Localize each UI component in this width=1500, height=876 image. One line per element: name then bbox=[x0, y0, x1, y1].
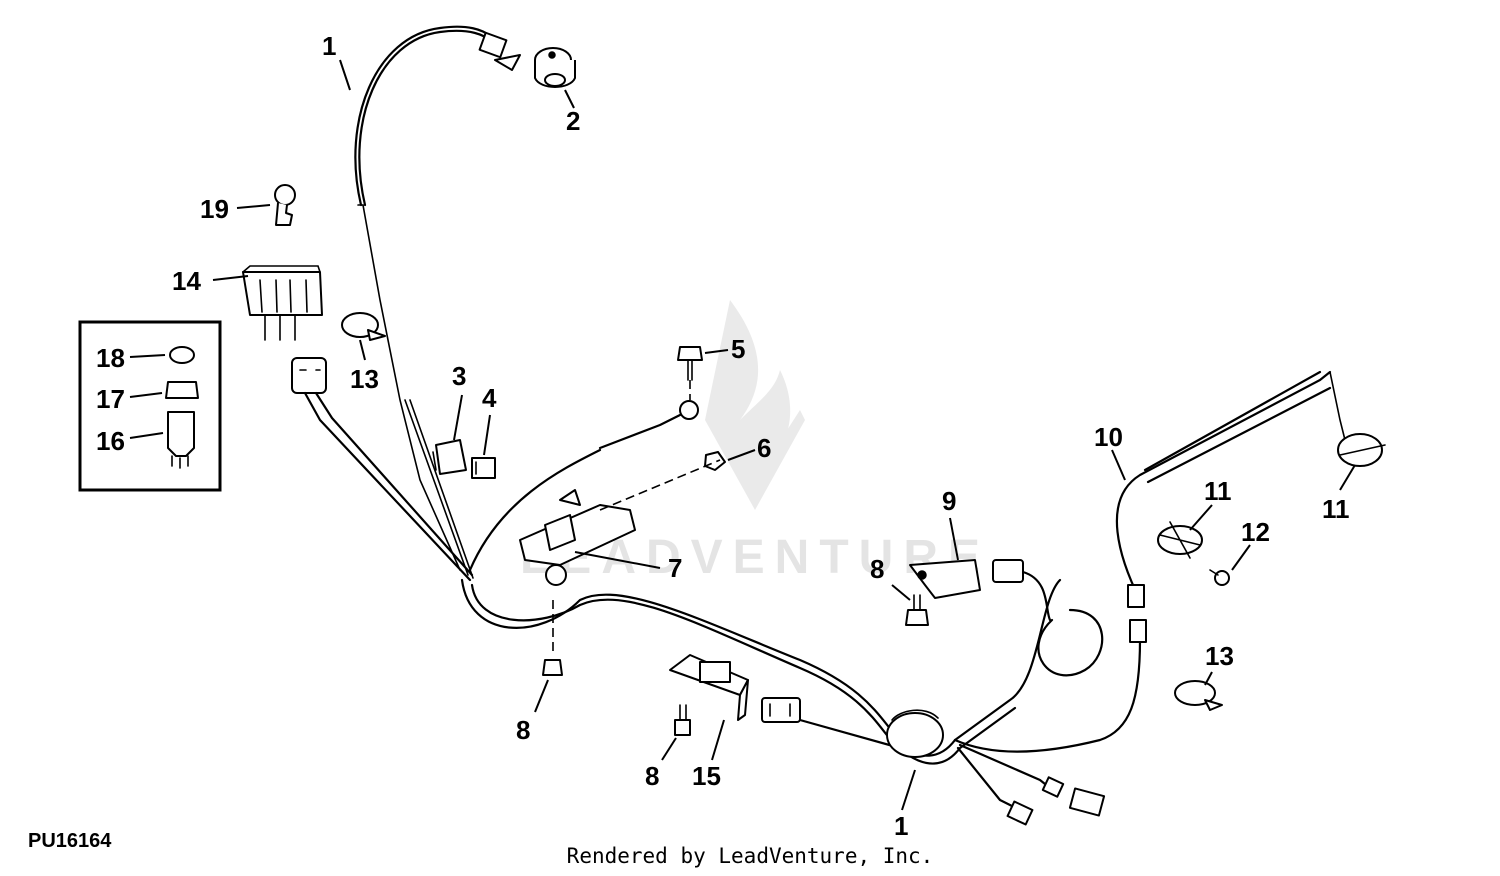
callout-10: 10 bbox=[1094, 422, 1123, 452]
callout-11-left: 11 bbox=[1204, 476, 1232, 506]
part-3-relay bbox=[432, 439, 467, 475]
part-19-key bbox=[274, 184, 296, 226]
callout-15: 15 bbox=[692, 761, 721, 791]
part-8-bolt-b bbox=[674, 704, 691, 736]
upper-harness bbox=[354, 25, 494, 571]
callout-14: 14 bbox=[172, 266, 201, 296]
part-16-switch bbox=[167, 411, 195, 457]
main-harness bbox=[460, 578, 1142, 812]
connector-center bbox=[761, 697, 801, 723]
callout-19: 19 bbox=[200, 194, 229, 224]
callout-9: 9 bbox=[942, 486, 956, 516]
callout-12: 12 bbox=[1241, 517, 1270, 547]
part-14-switch bbox=[242, 265, 323, 341]
callout-6: 6 bbox=[757, 433, 771, 463]
callout-3: 3 bbox=[452, 361, 466, 391]
callout-8-bottom: 8 bbox=[645, 761, 659, 791]
part-17-nut bbox=[165, 381, 199, 399]
part-13-clamp-upper bbox=[341, 312, 386, 341]
callout-11-right: 11 bbox=[1322, 494, 1350, 524]
callout-1-bottom: 1 bbox=[894, 811, 908, 841]
callout-5: 5 bbox=[731, 334, 745, 364]
part-11-sensor-a bbox=[1157, 521, 1203, 559]
callout-16: 16 bbox=[96, 426, 125, 456]
callout-13-upper: 13 bbox=[350, 364, 379, 394]
callout-8-left: 8 bbox=[516, 715, 530, 745]
callout-17: 17 bbox=[96, 384, 125, 414]
part-18-cap bbox=[169, 346, 195, 364]
part-4-plug bbox=[471, 457, 496, 479]
callout-8-right: 8 bbox=[870, 554, 884, 584]
grommet bbox=[886, 709, 944, 758]
callout-18: 18 bbox=[96, 343, 125, 373]
part-5-bolt bbox=[598, 346, 703, 450]
left-connector bbox=[291, 357, 474, 582]
part-6-nut bbox=[704, 451, 726, 471]
part-12-pin bbox=[1209, 569, 1230, 586]
callout-13-lower: 13 bbox=[1205, 641, 1234, 671]
part-2-switch bbox=[478, 31, 576, 88]
inset-box bbox=[78, 320, 222, 492]
part-8-bolt-c bbox=[905, 594, 929, 626]
part-8-bolt-a bbox=[542, 600, 563, 676]
figure-id: PU16164 bbox=[28, 830, 112, 852]
part-9-switch bbox=[909, 559, 1104, 677]
part-11-sensor-b bbox=[1337, 433, 1386, 467]
part-10-harness bbox=[1115, 370, 1346, 643]
part-13-clamp-lower bbox=[1174, 680, 1223, 711]
callout-labels: 1 2 3 4 5 6 7 8 9 10 11 12 13 14 15 16 1… bbox=[96, 31, 1350, 841]
callout-7: 7 bbox=[668, 553, 682, 583]
credit-line: Rendered by LeadVenture, Inc. bbox=[566, 844, 934, 868]
part-7-solenoid bbox=[468, 448, 721, 586]
callout-1-top: 1 bbox=[322, 31, 336, 61]
callout-4: 4 bbox=[482, 383, 497, 413]
bottom-connectors bbox=[1006, 776, 1106, 826]
part-15-bracket bbox=[669, 654, 749, 721]
leader-lines bbox=[129, 59, 1356, 811]
callout-2: 2 bbox=[566, 106, 580, 136]
